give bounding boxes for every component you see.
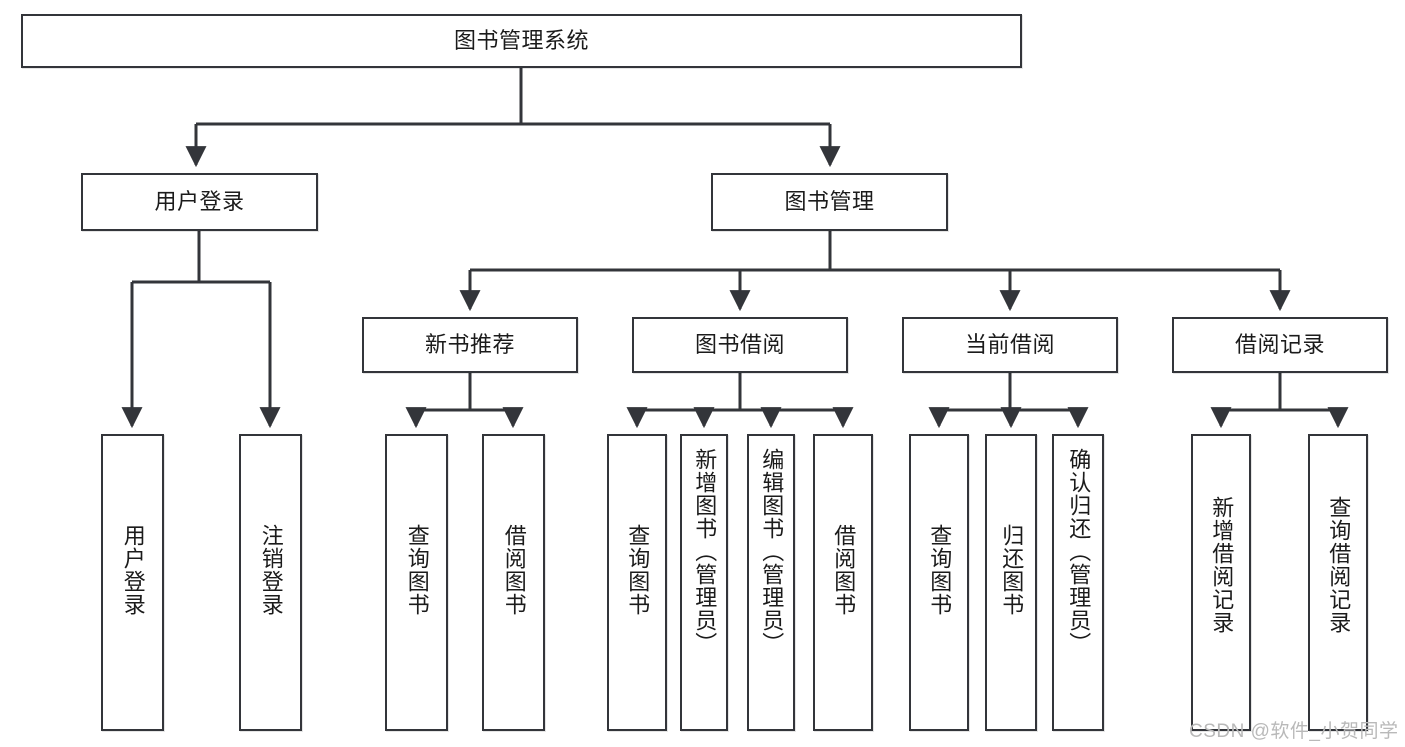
node-book-borrow-label: 图书借阅 — [694, 332, 785, 358]
leaf-confirm-return-admin-label: 确认归还（管理员） — [1066, 448, 1092, 655]
node-current-borrow[interactable]: 当前借阅 — [902, 317, 1118, 373]
node-book-borrow[interactable]: 图书借阅 — [632, 317, 848, 373]
leaf-user-login[interactable]: 用户登录 — [101, 434, 164, 731]
node-book-management-label: 图书管理 — [784, 189, 875, 215]
leaf-query-borrow-record[interactable]: 查询借阅记录 — [1308, 434, 1368, 731]
leaf-confirm-return-admin[interactable]: 确认归还（管理员） — [1052, 434, 1104, 731]
leaf-borrow-book-label: 借阅图书 — [831, 524, 857, 616]
node-borrow-records[interactable]: 借阅记录 — [1172, 317, 1388, 373]
leaf-add-book-admin-label: 新增图书（管理员） — [692, 448, 718, 655]
leaf-borrow-book[interactable]: 借阅图书 — [813, 434, 873, 731]
leaf-query-book-current[interactable]: 查询图书 — [909, 434, 969, 731]
leaf-return-book[interactable]: 归还图书 — [985, 434, 1037, 731]
leaf-logout-label: 注销登录 — [258, 524, 284, 616]
leaf-query-book-newbook[interactable]: 查询图书 — [385, 434, 448, 731]
node-book-management[interactable]: 图书管理 — [711, 173, 948, 231]
node-root-label: 图书管理系统 — [453, 28, 589, 54]
csdn-watermark: CSDN @软件_小贺同学 — [1189, 721, 1399, 742]
leaf-query-borrow-record-label: 查询借阅记录 — [1326, 496, 1352, 634]
leaf-user-login-label: 用户登录 — [120, 524, 146, 616]
leaf-edit-book-admin[interactable]: 编辑图书（管理员） — [747, 434, 795, 731]
leaf-query-book-current-label: 查询图书 — [927, 524, 953, 616]
leaf-query-book-borrow[interactable]: 查询图书 — [607, 434, 667, 731]
node-new-book-recommend-label: 新书推荐 — [424, 332, 515, 358]
leaf-add-borrow-record[interactable]: 新增借阅记录 — [1191, 434, 1251, 731]
leaf-query-book-borrow-label: 查询图书 — [625, 524, 651, 616]
leaf-edit-book-admin-label: 编辑图书（管理员） — [759, 448, 785, 655]
node-current-borrow-label: 当前借阅 — [964, 332, 1055, 358]
node-borrow-records-label: 借阅记录 — [1234, 332, 1325, 358]
node-user-login[interactable]: 用户登录 — [81, 173, 318, 231]
leaf-add-borrow-record-label: 新增借阅记录 — [1209, 496, 1235, 634]
leaf-logout[interactable]: 注销登录 — [239, 434, 302, 731]
leaf-borrow-book-newbook-label: 借阅图书 — [501, 524, 527, 616]
leaf-query-book-newbook-label: 查询图书 — [404, 524, 430, 616]
leaf-borrow-book-newbook[interactable]: 借阅图书 — [482, 434, 545, 731]
node-new-book-recommend[interactable]: 新书推荐 — [362, 317, 578, 373]
node-root[interactable]: 图书管理系统 — [21, 14, 1022, 68]
node-user-login-label: 用户登录 — [154, 189, 245, 215]
leaf-add-book-admin[interactable]: 新增图书（管理员） — [680, 434, 728, 731]
leaf-return-book-label: 归还图书 — [999, 524, 1025, 616]
